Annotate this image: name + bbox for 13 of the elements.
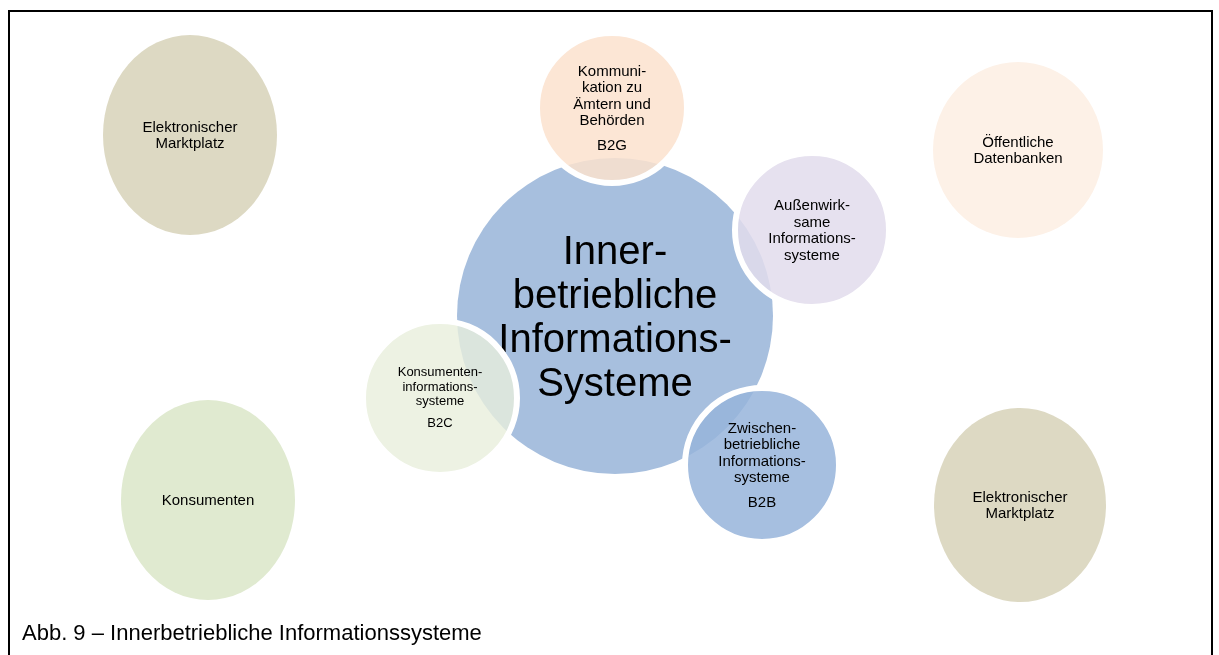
- circle-label: Konsumenten- informations- systeme: [396, 365, 484, 409]
- circle-label: Öffentliche Datenbanken: [972, 133, 1064, 167]
- circle-label: Außenwirk- same Informations- systeme: [767, 197, 857, 263]
- figure-caption: Abb. 9 – Innerbetriebliche Informationssysteme: [22, 619, 482, 647]
- circle-label: Zwischen- betriebliche Informations- systeme: [717, 419, 807, 486]
- circle-label: Konsumenten: [160, 491, 256, 509]
- code-label: B2G: [596, 136, 628, 154]
- circle-label: Elektronischer Marktplatz: [971, 488, 1069, 522]
- circle-label: Kommuni- kation zu Ämtern und Behörden: [572, 62, 652, 129]
- circle-label: Elektronischer Marktplatz: [141, 118, 239, 152]
- code-label: B2C: [426, 416, 454, 431]
- code-label: B2B: [746, 493, 778, 511]
- circle-label: Inner- betriebliche Informations- Systeme: [497, 228, 733, 404]
